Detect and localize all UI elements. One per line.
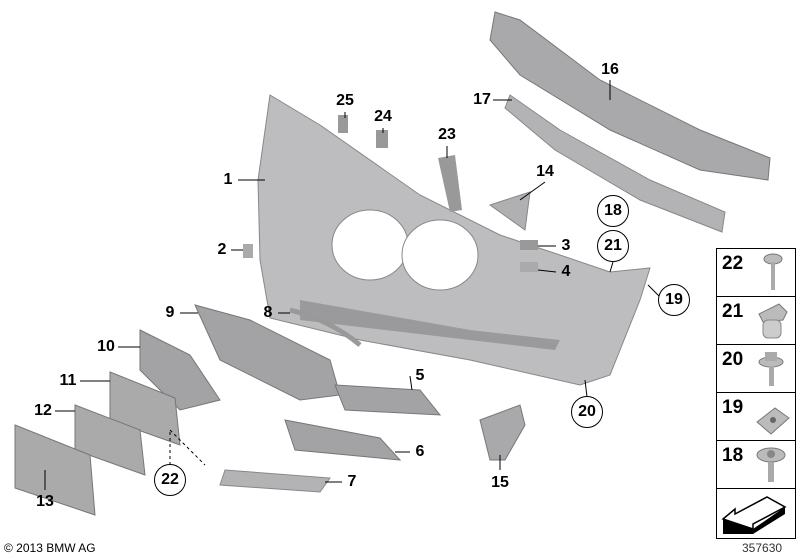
- legend-item-20: 20: [717, 345, 795, 393]
- callout-7: 7: [347, 473, 357, 490]
- callout-10: 10: [97, 338, 115, 355]
- copyright-text: © 2013 BMW AG: [4, 541, 96, 555]
- screw-icon: [763, 253, 783, 290]
- grille-part-10: [139, 329, 221, 411]
- part-4: [520, 262, 538, 272]
- kidney-grille-right: [401, 219, 479, 291]
- legend-item-21: 21: [717, 297, 795, 345]
- callout-6: 6: [415, 443, 425, 460]
- lower-opening: [300, 300, 560, 350]
- callout-1: 1: [223, 171, 233, 188]
- legend-item-22: 22: [717, 249, 795, 297]
- part-14: [488, 191, 531, 231]
- carrier-part-16: [489, 11, 771, 181]
- callout-15: 15: [491, 474, 509, 491]
- clip-nut-icon: [756, 407, 790, 435]
- collar-screw-icon: [756, 447, 786, 482]
- legend-number: 22: [722, 253, 744, 274]
- grille-part-5: [334, 384, 442, 416]
- expanding-nut-icon: [758, 303, 788, 339]
- part-25: [338, 115, 348, 133]
- legend-number: 19: [722, 397, 744, 418]
- direction-arrow-icon: [721, 496, 787, 534]
- callout-16: 16: [601, 61, 619, 78]
- part-24: [376, 130, 388, 148]
- callout-8: 8: [263, 304, 273, 321]
- callout-24: 24: [374, 108, 392, 125]
- legend-number: 20: [722, 349, 744, 370]
- legend-direction: [717, 489, 795, 538]
- callout-9: 9: [165, 304, 175, 321]
- callout-21: 21: [597, 230, 629, 262]
- kidney-grille-left: [331, 209, 409, 281]
- trim-part-7: [219, 469, 331, 493]
- absorber-part-17: [504, 94, 726, 233]
- callout-17: 17: [473, 91, 491, 108]
- callout-23: 23: [438, 126, 456, 143]
- legend-number: 18: [722, 445, 744, 466]
- part-2: [243, 244, 253, 258]
- callout-25: 25: [336, 92, 354, 109]
- legend-item-18: 18: [717, 441, 795, 489]
- plate-part-11: [109, 371, 181, 446]
- hex-screw-icon: [758, 352, 784, 386]
- callout-5: 5: [415, 367, 425, 384]
- callout-14: 14: [536, 163, 554, 180]
- callout-22: 22: [154, 464, 186, 496]
- leader-lines: [44, 80, 660, 490]
- callout-3: 3: [561, 237, 571, 254]
- callout-4: 4: [561, 263, 571, 280]
- diagram-number: 357630: [742, 541, 783, 555]
- part-3: [520, 240, 538, 250]
- callout-12: 12: [34, 402, 52, 419]
- plate-part-13: [14, 424, 96, 516]
- legend-number: 21: [722, 301, 744, 322]
- trim-part-8: [289, 307, 362, 347]
- callout-18: 18: [597, 195, 629, 227]
- callout-13: 13: [36, 493, 54, 510]
- legend-item-19: 19: [717, 393, 795, 441]
- callout-11: 11: [59, 372, 77, 389]
- grille-part-6: [284, 419, 402, 461]
- bracket-part-15: [479, 404, 526, 461]
- plate-part-12: [74, 404, 146, 476]
- part-23: [438, 155, 462, 212]
- callout-2: 2: [217, 241, 227, 258]
- fastener-legend: 22 21 20 19 18: [716, 248, 796, 539]
- callout-20: 20: [571, 396, 603, 428]
- callout-19: 19: [658, 284, 690, 316]
